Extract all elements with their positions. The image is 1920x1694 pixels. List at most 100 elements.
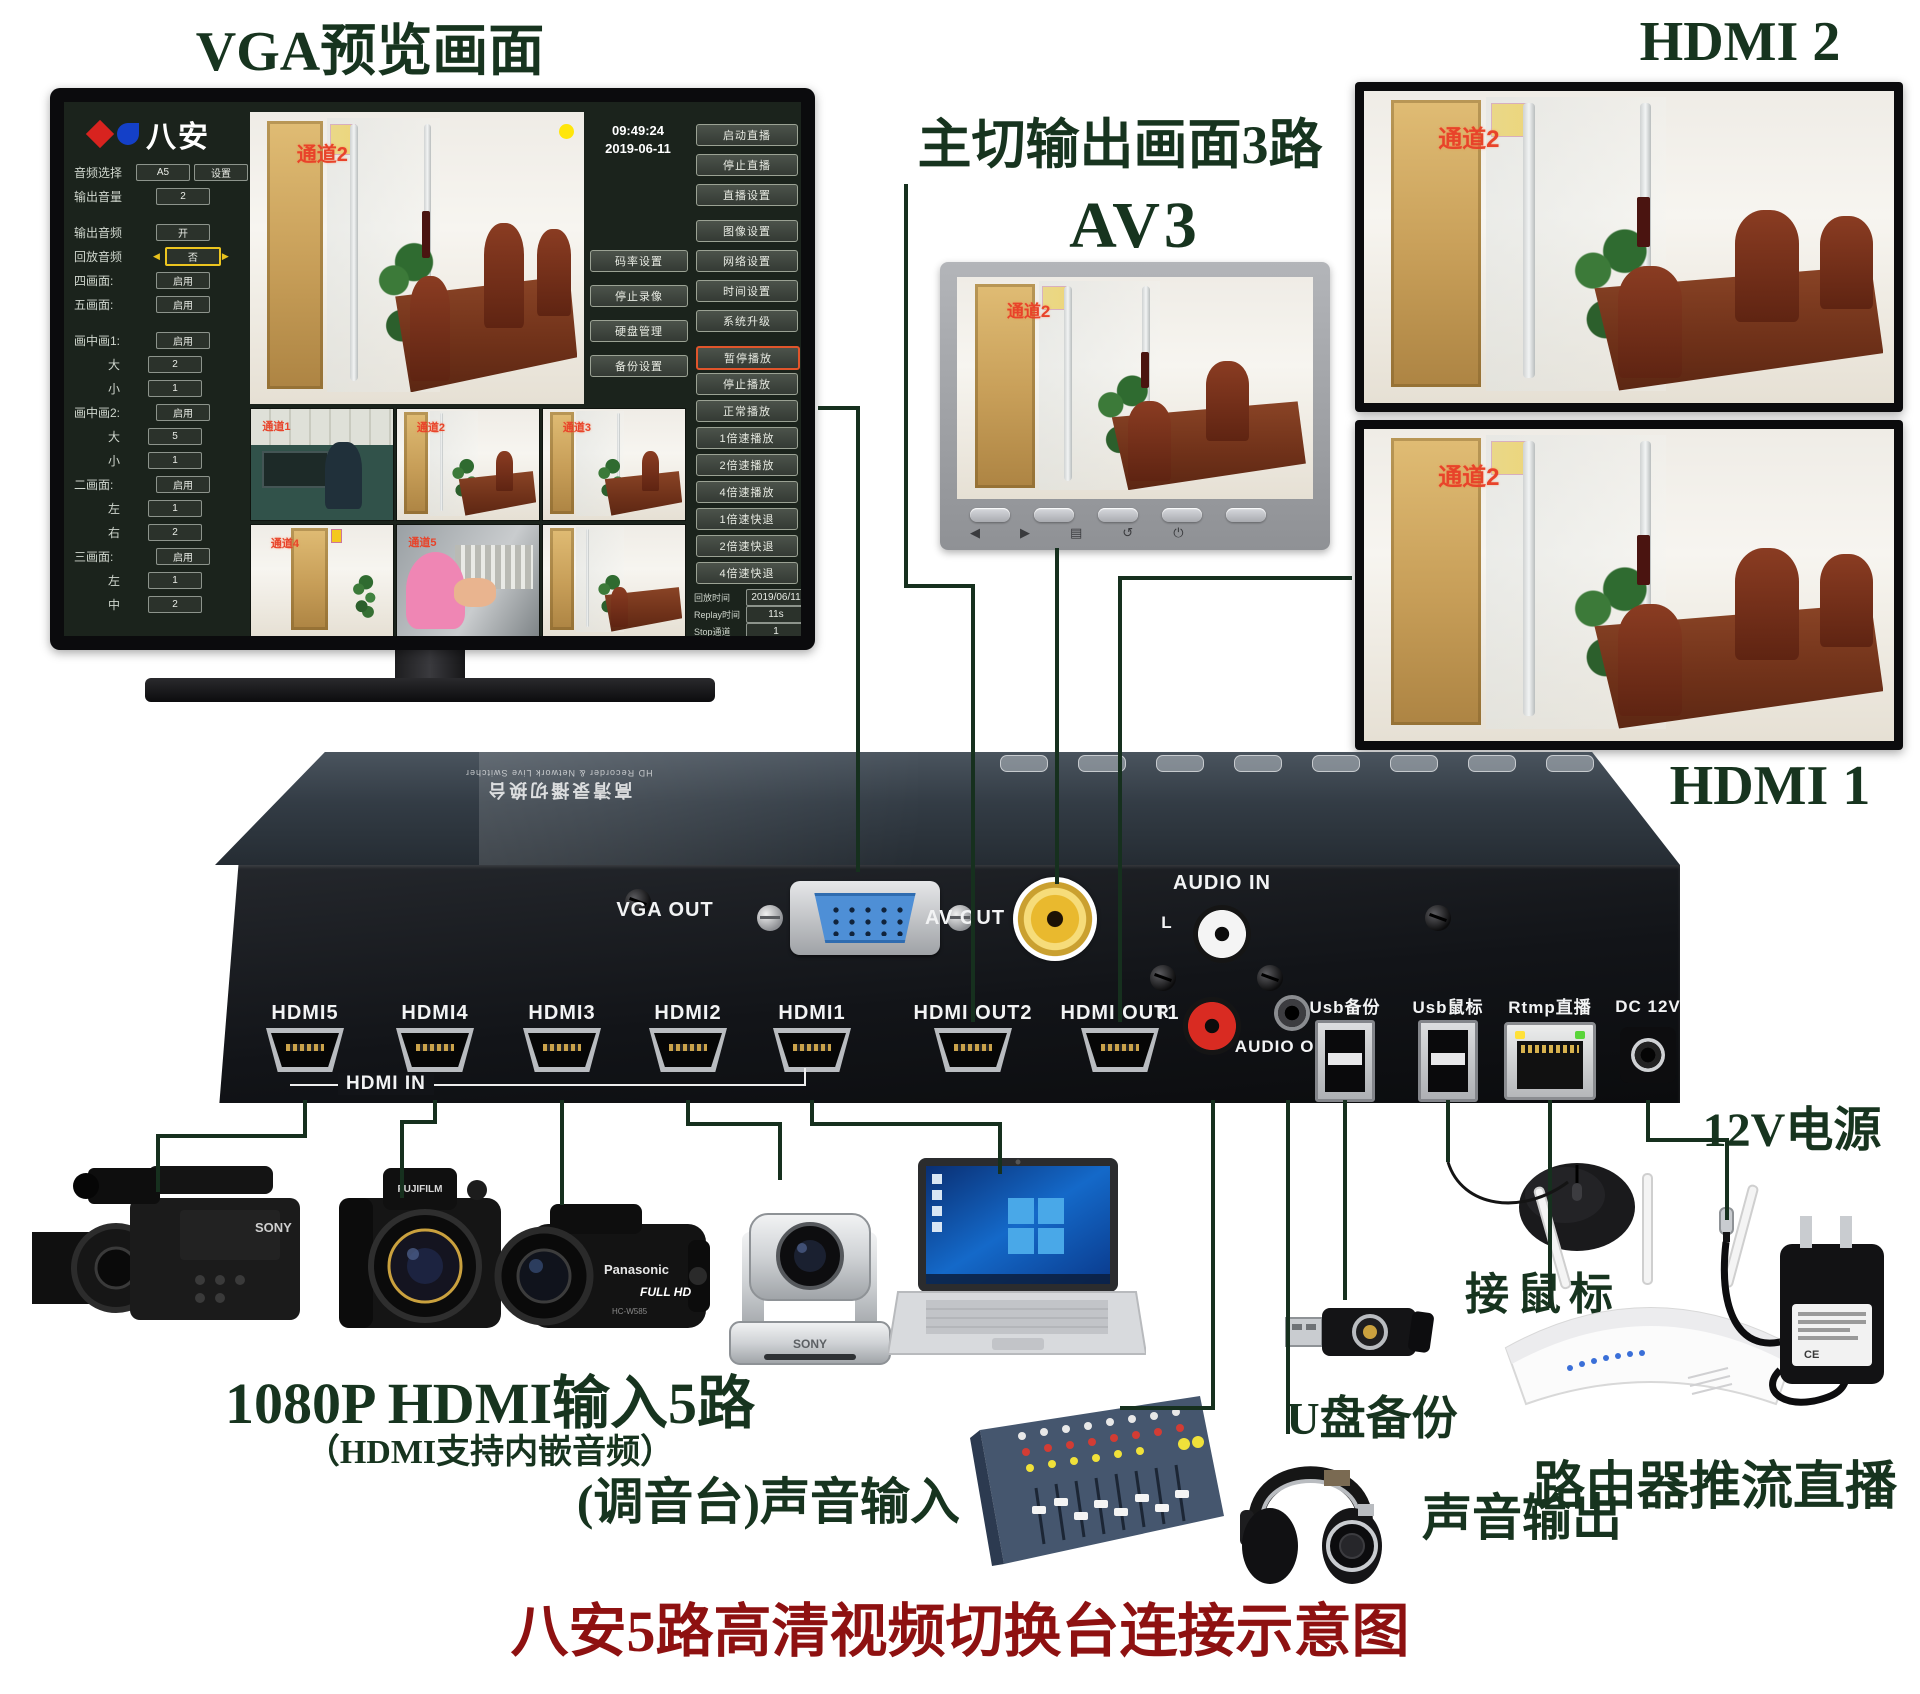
rtmp-label: Rtmp直播 (1508, 998, 1592, 1017)
hdmi2-label: HDMI2 (654, 1002, 722, 1024)
field-value[interactable]: 2019/06/11 (746, 589, 801, 606)
osd-button[interactable]: 正常播放 (696, 400, 798, 422)
hdmi4-port[interactable] (396, 1028, 474, 1072)
rotate-icon: ↺ (1122, 525, 1134, 540)
monitor-button[interactable] (1162, 508, 1202, 522)
menu-value[interactable]: 启用 (156, 475, 210, 493)
field-value[interactable]: 1 (746, 623, 801, 636)
monitor-button[interactable] (1226, 508, 1266, 522)
menu-value[interactable]: 启用 (156, 331, 210, 349)
menu-value[interactable]: 开 (156, 223, 210, 241)
osd-button[interactable]: 启动直播 (696, 124, 798, 146)
channel-overlay: 通道2 (296, 144, 348, 167)
osd-button[interactable]: 4倍速播放 (696, 481, 798, 503)
dc-power-port[interactable] (1620, 1027, 1676, 1083)
monitor-button[interactable] (1034, 508, 1074, 522)
osd-button[interactable]: 停止录像 (590, 285, 688, 307)
osd-button[interactable]: 图像设置 (696, 220, 798, 242)
panel-button[interactable] (1234, 755, 1282, 772)
panel-button[interactable] (1078, 755, 1126, 772)
audio-in-r-port[interactable] (1183, 997, 1241, 1055)
hdmi1-port[interactable] (773, 1028, 851, 1072)
menu-row: 回放音频◀否▶ (64, 244, 248, 268)
thumbnail-channel5[interactable]: 通道5 (396, 524, 540, 636)
osd-button[interactable]: 码率设置 (590, 250, 688, 272)
menu-row: 画中画1:启用 (64, 328, 248, 352)
panel-button[interactable] (1156, 755, 1204, 772)
hdmi2-port[interactable] (649, 1028, 727, 1072)
menu-value[interactable]: 启用 (156, 271, 210, 289)
panel-button[interactable] (1000, 755, 1048, 772)
audio-in-l-port[interactable] (1193, 905, 1251, 963)
panel-button[interactable] (1468, 755, 1516, 772)
thumbnail-channel1[interactable]: 通道1 (250, 408, 394, 521)
audio-out-label: AUDIO OUT (1234, 1037, 1340, 1056)
osd-button[interactable]: 硬盘管理 (590, 320, 688, 342)
menu-value[interactable]: 1 (148, 571, 202, 589)
osd-button-active[interactable]: 暂停播放 (696, 346, 800, 370)
ethernet-led-green (1575, 1031, 1585, 1039)
thumbnail-channel6[interactable] (542, 524, 686, 636)
screw-icon (625, 889, 651, 915)
osd-button[interactable]: 2倍速快退 (696, 535, 798, 557)
menu-value[interactable]: 1 (148, 379, 202, 397)
menu-value[interactable]: 1 (148, 499, 202, 517)
menu-value[interactable]: 启用 (156, 403, 210, 421)
menu-value[interactable]: 5 (148, 427, 202, 445)
osd-button[interactable]: 4倍速快退 (696, 562, 798, 584)
menu-value[interactable]: A5 (136, 163, 190, 181)
hdmi2-monitor: 通道2 (1355, 82, 1903, 412)
power-adapter: CE (1688, 1192, 1903, 1432)
screw-icon (1425, 905, 1451, 931)
menu-value[interactable]: 2 (148, 595, 202, 613)
menu-value[interactable]: 2 (148, 355, 202, 373)
hdmi-out2-port[interactable] (934, 1028, 1012, 1072)
monitor-buttons (970, 508, 1270, 522)
monitor-button[interactable] (970, 508, 1010, 522)
settings-button[interactable]: 设置 (194, 163, 248, 181)
panel-button[interactable] (1312, 755, 1360, 772)
ethernet-led-yellow (1515, 1031, 1525, 1039)
thumbnail-channel3[interactable]: 通道3 (542, 408, 686, 521)
panel-button[interactable] (1390, 755, 1438, 772)
audio-out-port[interactable] (1274, 995, 1310, 1031)
thumbnail-channel4[interactable]: 通道4 (250, 524, 394, 636)
hdmi5-port[interactable] (266, 1028, 344, 1072)
menu-value[interactable]: 1 (148, 451, 202, 469)
rtmp-ethernet-port[interactable] (1504, 1022, 1596, 1100)
osd-button[interactable]: 网络设置 (696, 250, 798, 272)
av-out-rca-port[interactable] (1013, 877, 1097, 961)
menu-value-highlighted[interactable]: 否 (164, 246, 221, 266)
field-value[interactable]: 11s (746, 606, 801, 623)
osd-button[interactable]: 1倍速播放 (696, 427, 798, 449)
monitor-button[interactable] (1098, 508, 1138, 522)
thumbnail-channel2[interactable]: 通道2 (396, 408, 540, 521)
osd-button[interactable]: 时间设置 (696, 280, 798, 302)
hdmi3-port[interactable] (523, 1028, 601, 1072)
menu-value[interactable]: 启用 (156, 547, 210, 565)
main-output-label: 主切输出画面3路 (917, 115, 1323, 175)
right-arrow-icon[interactable]: ▶ (221, 250, 229, 261)
osd-button[interactable]: 停止直播 (696, 154, 798, 176)
left-arrow-icon[interactable]: ◀ (153, 250, 160, 261)
osd-button[interactable]: 备份设置 (590, 355, 688, 377)
osd-button[interactable]: 直播设置 (696, 184, 798, 206)
menu-value[interactable]: 2 (156, 187, 210, 205)
menu-value[interactable]: 2 (148, 523, 202, 541)
osd-button[interactable]: 停止播放 (696, 373, 798, 395)
osd-button[interactable]: 系统升级 (696, 310, 798, 332)
switcher-rear-panel: VGA OUT AV OUT HDMI5 HDMI4 HDMI3 HDMI2 H… (219, 865, 1680, 1103)
osd-button[interactable]: 1倍速快退 (696, 508, 798, 530)
usb-backup-port[interactable] (1315, 1020, 1375, 1102)
switcher-top-face: 高清录播切换台 HD Recorder & Network Live Switc… (215, 752, 1680, 865)
audio-in-label: AUDIO IN (1173, 872, 1271, 894)
panel-button[interactable] (1546, 755, 1594, 772)
osd-button[interactable]: 2倍速播放 (696, 454, 798, 476)
hdmi-out1-port[interactable] (1081, 1028, 1159, 1072)
usb-mouse-port[interactable] (1418, 1020, 1478, 1102)
cinema-camera: SONY (30, 1140, 330, 1355)
menu-value[interactable]: 启用 (156, 295, 210, 313)
